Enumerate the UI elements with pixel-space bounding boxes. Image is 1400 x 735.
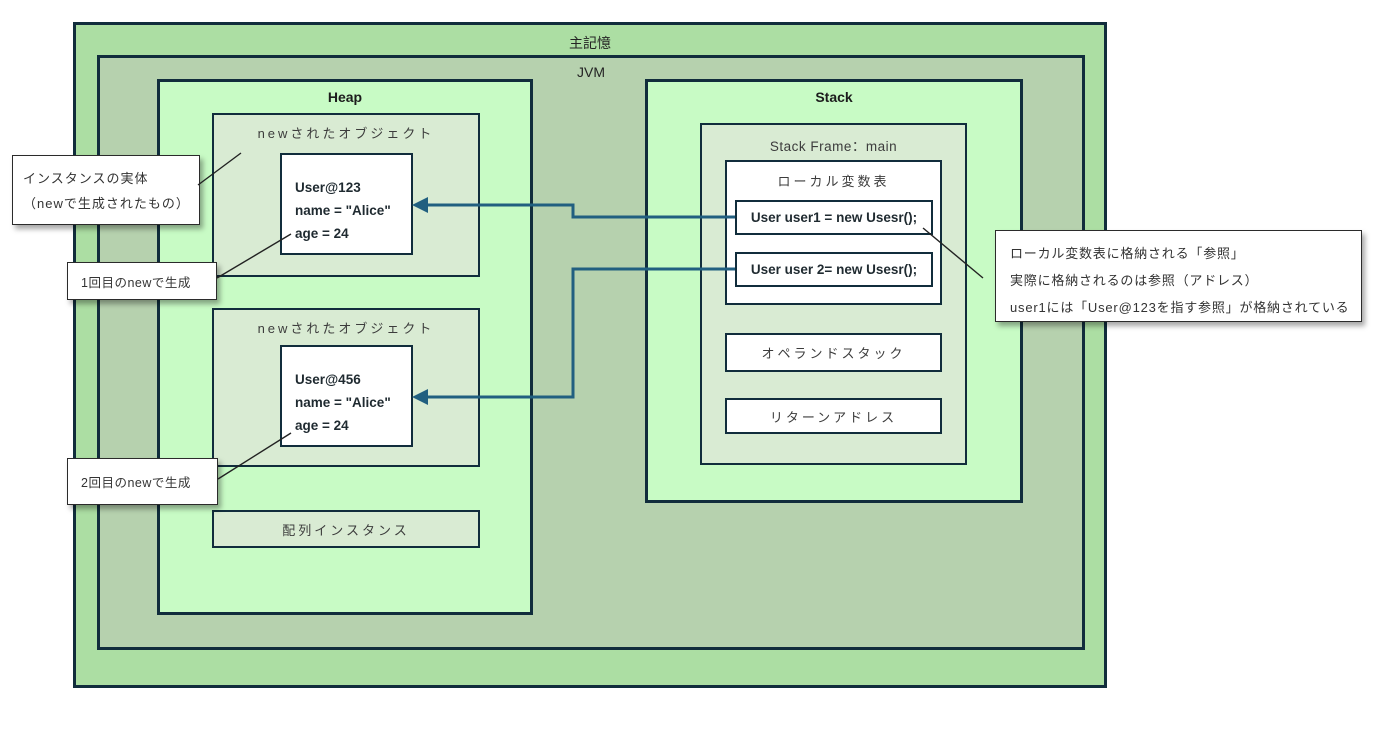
return-address-label: リターンアドレス — [769, 409, 898, 425]
main-memory-title: 主記憶 — [569, 35, 611, 51]
operand-stack-box: オペランドスタック — [725, 333, 942, 372]
jvm-label: JVM — [577, 64, 605, 80]
heap-object-user123: User@123 name = "Alice" age = 24 — [280, 153, 413, 255]
new-object-group-1-label: newされたオブジェクト — [257, 126, 435, 141]
stack-title: Stack — [815, 89, 853, 105]
heap-object-user123-text: User@123 name = "Alice" age = 24 — [282, 155, 411, 245]
first-new-note-text: 1回目のnewで生成 — [81, 275, 191, 290]
heap-object-user456: User@456 name = "Alice" age = 24 — [280, 345, 413, 447]
second-new-note: 2回目のnewで生成 — [67, 458, 218, 505]
new-object-group-2-label: newされたオブジェクト — [257, 321, 435, 336]
array-instance-label: 配列インスタンス — [282, 522, 410, 538]
local-variable-table-label: ローカル変数表 — [777, 174, 890, 189]
second-new-note-text: 2回目のnewで生成 — [81, 476, 191, 490]
heap-title: Heap — [327, 89, 363, 105]
instance-entity-note-line2: （newで生成されたもの） — [23, 196, 190, 211]
reference-note-line3: user1には「User@123を指す参照」が格納されている — [1010, 300, 1350, 315]
return-address-box: リターンアドレス — [725, 398, 942, 434]
instance-entity-note-line1: インスタンスの実体 — [23, 171, 149, 186]
reference-note-line1: ローカル変数表に格納される「参照」 — [1010, 246, 1245, 261]
object-field-name: name = "Alice" — [295, 395, 391, 410]
object-id: User@123 — [295, 180, 361, 195]
heap-object-user456-text: User@456 name = "Alice" age = 24 — [282, 347, 411, 437]
local-var-user2-code: User user 2= new Usesr(); — [750, 262, 918, 277]
array-instance-box: 配列インスタンス — [212, 510, 480, 548]
object-id: User@456 — [295, 372, 361, 387]
stack-frame-main-label: Stack Frame：main — [769, 139, 898, 154]
first-new-note: 1回目のnewで生成 — [67, 262, 217, 300]
reference-note-line2: 実際に格納されるのは参照（アドレス） — [1010, 273, 1259, 288]
operand-stack-label: オペランドスタック — [761, 346, 906, 361]
reference-note: ローカル変数表に格納される「参照」 実際に格納されるのは参照（アドレス） use… — [995, 230, 1362, 322]
local-var-user2: User user 2= new Usesr(); — [735, 252, 933, 287]
local-var-user1-code: User user1 = new Usesr(); — [750, 210, 918, 225]
object-field-age: age = 24 — [295, 226, 349, 241]
local-var-user1: User user1 = new Usesr(); — [735, 200, 933, 235]
object-field-age: age = 24 — [295, 418, 349, 433]
instance-entity-note: インスタンスの実体 （newで生成されたもの） — [12, 155, 200, 225]
object-field-name: name = "Alice" — [295, 203, 391, 218]
